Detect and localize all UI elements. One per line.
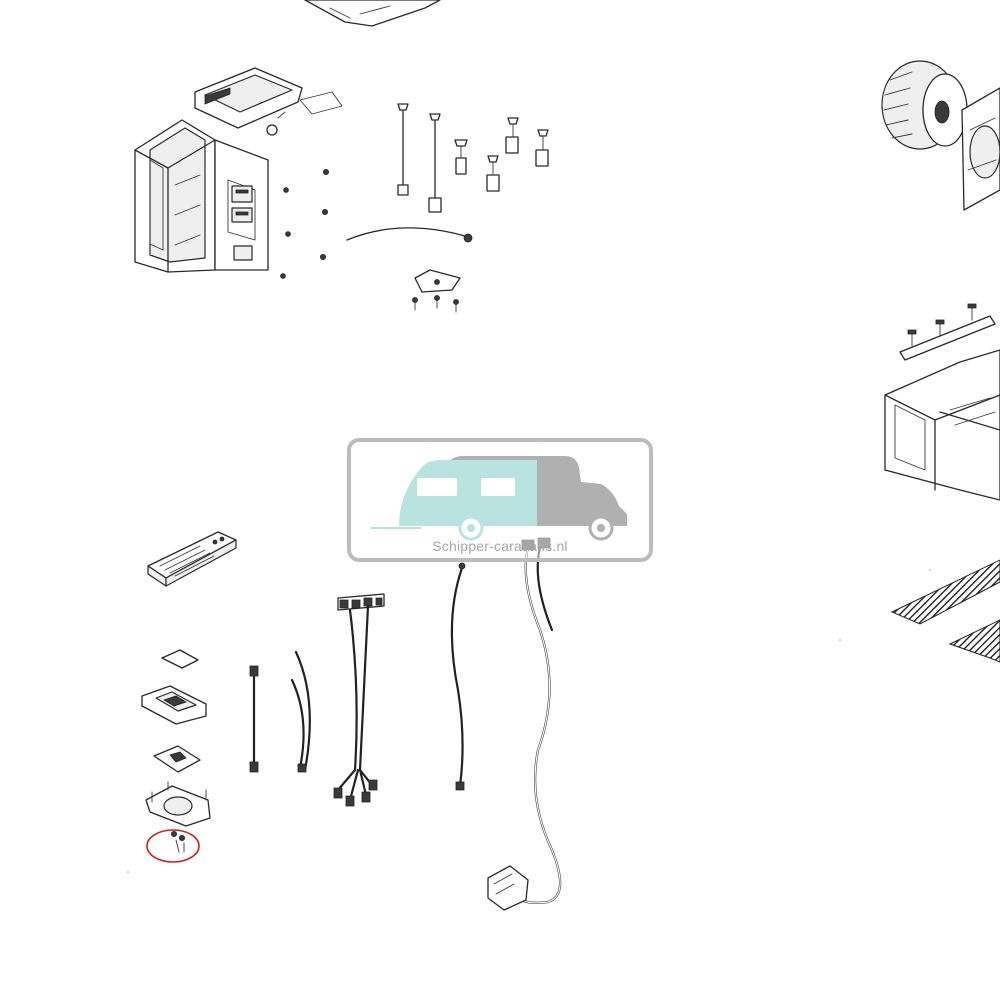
blower-fan bbox=[881, 60, 1000, 211]
two-wire-lead bbox=[290, 650, 311, 773]
watermark-text: Schipper-caravans.nl bbox=[432, 538, 568, 554]
foam-pads bbox=[890, 559, 1000, 663]
short-cable bbox=[249, 665, 259, 773]
scan-specks bbox=[127, 569, 931, 873]
remote-control bbox=[147, 531, 237, 587]
control-box-assembly bbox=[134, 67, 343, 273]
caravan-silhouette bbox=[399, 460, 537, 526]
thin-cable bbox=[450, 562, 466, 791]
wiring-harness bbox=[333, 593, 385, 807]
highlight-ellipse bbox=[146, 829, 200, 863]
bolts-and-fasteners bbox=[397, 103, 549, 213]
highlighted-screw bbox=[170, 831, 185, 853]
control-box-screws bbox=[280, 168, 329, 279]
cropped-top-panel bbox=[304, 0, 441, 27]
remote-holder-parts bbox=[141, 649, 211, 827]
watermark-logo: Schipper-caravans.nl bbox=[347, 438, 653, 562]
small-bracket bbox=[412, 269, 461, 313]
caravan-camper-logo bbox=[371, 456, 627, 541]
base-tray-assembly bbox=[884, 303, 1000, 501]
power-cord bbox=[487, 537, 562, 911]
sensor-wire bbox=[346, 227, 473, 243]
